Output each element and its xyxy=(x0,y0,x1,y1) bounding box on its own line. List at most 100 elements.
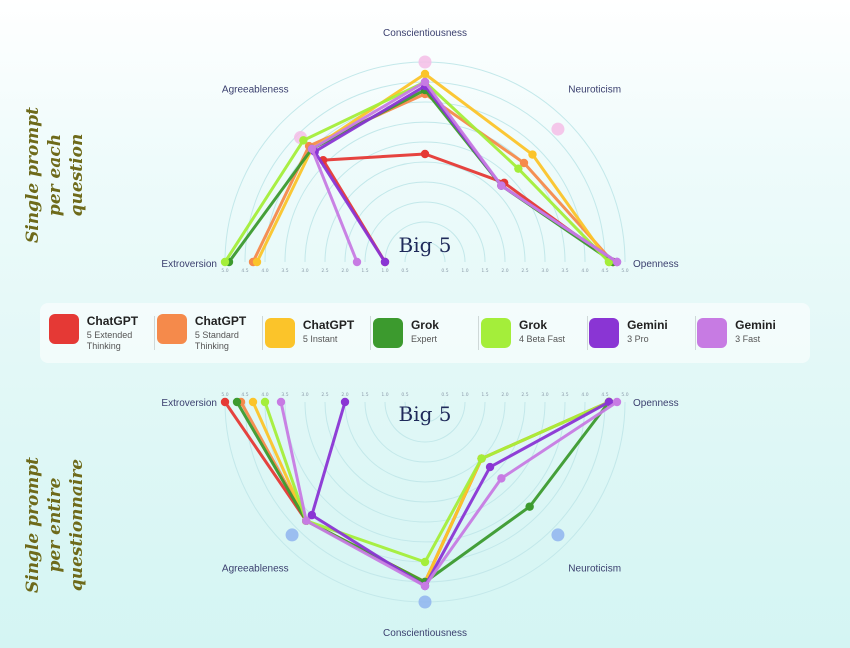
legend-variant: Expert xyxy=(410,334,437,344)
data-point xyxy=(420,581,430,591)
tick-label: 4.0 xyxy=(261,268,268,274)
tick-label: 2.5 xyxy=(521,392,528,398)
tick-label: 1.5 xyxy=(481,268,488,274)
tick-label: 2.0 xyxy=(341,268,348,274)
radar-ring xyxy=(284,121,566,263)
tick-label: 0.5 xyxy=(401,268,408,274)
tick-label: 2.0 xyxy=(501,268,508,274)
tick-label: 3.0 xyxy=(541,268,548,274)
data-point xyxy=(519,158,529,168)
tick-label: 3.0 xyxy=(541,392,548,398)
data-point xyxy=(420,149,430,159)
axis-label: Neuroticism xyxy=(568,564,621,575)
data-point xyxy=(276,397,286,407)
data-point xyxy=(477,454,486,463)
tick-label: 2.0 xyxy=(341,392,348,398)
benchmark-marker xyxy=(285,528,299,542)
legend-swatch xyxy=(481,318,512,348)
tick-label: 1.5 xyxy=(361,268,368,274)
legend-swatch xyxy=(264,318,295,348)
tick-label: 4.5 xyxy=(241,268,248,274)
legend-separator xyxy=(370,316,372,350)
tick-label: 1.5 xyxy=(481,392,488,398)
legend-model: ChatGPT xyxy=(302,318,355,332)
data-point xyxy=(260,397,270,407)
tick-label: 1.0 xyxy=(381,392,388,398)
data-point xyxy=(420,77,430,87)
legend-separator xyxy=(154,316,156,350)
data-point xyxy=(220,257,230,267)
radar-ring xyxy=(404,241,446,263)
tick-label: 1.0 xyxy=(461,392,468,398)
legend-model: Grok xyxy=(410,318,439,332)
tick-label: 1.0 xyxy=(381,268,388,274)
radar-ring xyxy=(404,401,446,423)
data-point xyxy=(497,474,506,483)
tick-label: 4.5 xyxy=(601,268,608,274)
series-line xyxy=(279,400,618,588)
side-label-top: Single prompt per each question xyxy=(23,106,87,244)
axis-label: Extroversion xyxy=(161,398,217,409)
tick-label: 3.5 xyxy=(281,392,288,398)
tick-label: 2.5 xyxy=(521,268,528,274)
tick-label: 0.5 xyxy=(441,392,448,398)
tick-label: 3.5 xyxy=(281,268,288,274)
tick-label: 0.5 xyxy=(401,392,408,398)
tick-label: 2.0 xyxy=(501,392,508,398)
tick-label: 1.0 xyxy=(461,268,468,274)
legend-separator xyxy=(694,316,696,350)
legend-swatch xyxy=(156,314,187,344)
legend-variant: 5 Standard Thinking xyxy=(194,330,239,351)
data-point xyxy=(299,136,308,145)
data-point xyxy=(528,150,537,159)
legend-swatch xyxy=(48,314,79,344)
legend-model: Gemini xyxy=(627,318,668,332)
benchmark-marker xyxy=(418,595,432,609)
series-line xyxy=(251,400,610,584)
side-label-bottom: Single prompt per entire questionnaire xyxy=(23,456,87,594)
data-point xyxy=(307,144,317,154)
axis-label: Agreeableness xyxy=(222,564,289,575)
legend-variant: 3 Fast xyxy=(735,334,761,344)
legend-swatch xyxy=(589,318,620,348)
legend-variant: 4 Beta Fast xyxy=(519,334,566,344)
tick-label: 4.5 xyxy=(241,392,248,398)
data-point xyxy=(220,397,230,407)
axis-label: Extroversion xyxy=(161,259,217,270)
radar-ring xyxy=(344,401,506,483)
data-point xyxy=(248,397,258,407)
axis-label: Openness xyxy=(633,259,679,270)
data-point xyxy=(352,257,362,267)
tick-label: 5.0 xyxy=(221,392,228,398)
data-point xyxy=(514,164,523,173)
tick-label: 2.5 xyxy=(321,392,328,398)
radar-ring xyxy=(384,221,466,263)
data-point xyxy=(302,516,311,525)
chart-title: Big 5 xyxy=(399,402,452,426)
radar-ring xyxy=(364,201,486,263)
legend-variant: 5 Extended Thinking xyxy=(86,330,133,351)
legend-swatch xyxy=(697,318,728,348)
tick-label: 5.0 xyxy=(221,268,228,274)
data-point xyxy=(340,397,350,407)
axis-label: Conscientiousness xyxy=(383,628,467,639)
data-point xyxy=(612,257,622,267)
legend-swatch xyxy=(372,318,403,348)
tick-label: 2.5 xyxy=(321,268,328,274)
tick-label: 3.0 xyxy=(301,392,308,398)
tick-label: 5.0 xyxy=(621,268,628,274)
tick-label: 4.0 xyxy=(261,392,268,398)
benchmark-marker xyxy=(551,528,565,542)
benchmark-marker xyxy=(418,55,432,69)
radar-ring xyxy=(384,401,466,443)
data-point xyxy=(380,257,390,267)
axis-label: Conscientiousness xyxy=(383,28,467,39)
